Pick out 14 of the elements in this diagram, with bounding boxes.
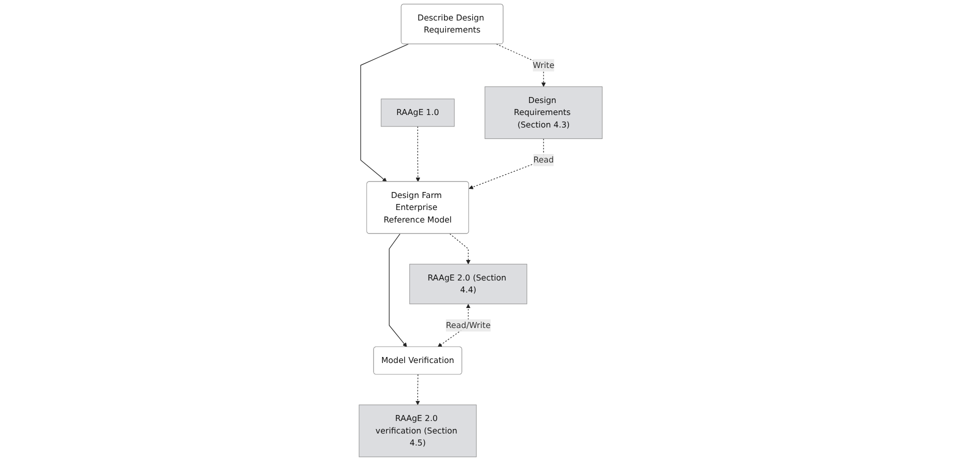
node-box: Design Requirements (Section 4.3) — [485, 86, 603, 139]
arrow — [416, 374, 420, 406]
arrow — [360, 44, 410, 182]
arrow — [450, 233, 471, 264]
arrow — [496, 44, 546, 87]
arrow — [469, 138, 544, 190]
arrow — [416, 126, 421, 182]
node-box: RAAgE 1.0 — [381, 98, 455, 127]
node-box: RAAgE 2.0 (Section 4.4) — [410, 264, 528, 304]
edge-label: Read/Write — [446, 320, 491, 330]
edge-label: Write — [533, 60, 555, 70]
node-box: RAAgE 2.0 verification (Section 4.5) — [359, 404, 477, 458]
arrow — [389, 233, 408, 348]
edge-label: Read — [534, 155, 554, 165]
